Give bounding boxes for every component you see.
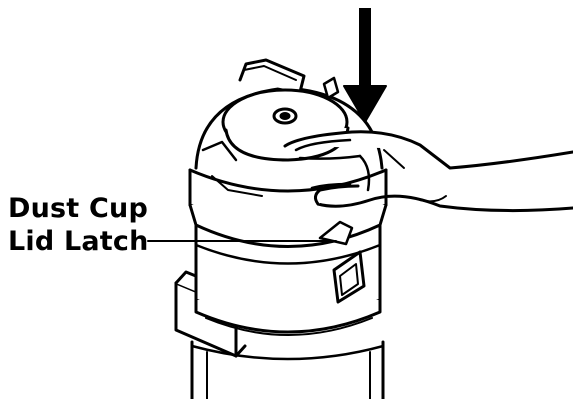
callout-label-line-1: Dust Cup	[8, 192, 149, 225]
dust-cup-lid-latch-label: Dust Cup Lid Latch	[8, 192, 149, 258]
dust-cup-lid	[190, 60, 386, 196]
callout-label-line-2: Lid Latch	[8, 225, 149, 258]
down-arrow-icon	[344, 8, 386, 122]
